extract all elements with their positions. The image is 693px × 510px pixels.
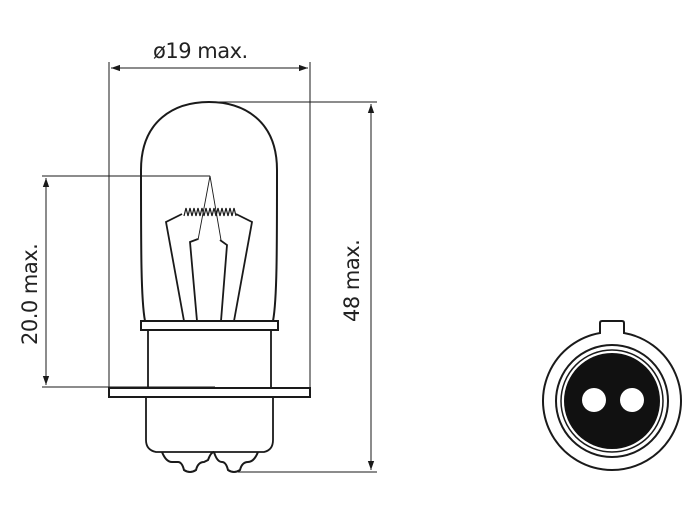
diameter-dimension	[108, 62, 311, 388]
base-lower	[145, 397, 274, 453]
bulb-glass	[139, 100, 279, 322]
length-dimension	[205, 101, 377, 473]
contact-hole-right	[620, 388, 644, 412]
filament-leads	[197, 175, 222, 241]
light-centre-dimension	[42, 175, 215, 388]
light-centre-label: 20.0 max.	[18, 244, 42, 345]
base-collar	[140, 320, 279, 331]
contact-right	[213, 451, 259, 473]
base-flange	[108, 387, 311, 398]
contact-left	[161, 451, 215, 473]
filament-supports	[164, 213, 254, 322]
contact-hole-left	[582, 388, 606, 412]
filament-coil	[183, 207, 237, 217]
diameter-label: ø19 max.	[153, 39, 248, 63]
length-label: 48 max.	[340, 240, 364, 322]
base-end-view	[542, 320, 682, 471]
base-upper	[147, 330, 272, 388]
